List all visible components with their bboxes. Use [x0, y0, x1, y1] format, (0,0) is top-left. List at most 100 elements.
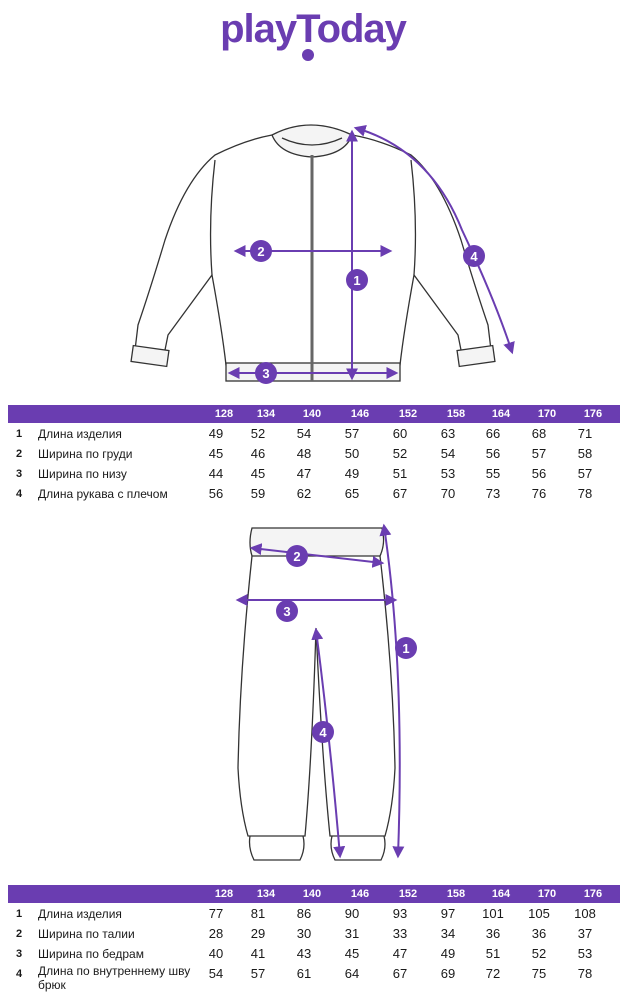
svg-text:3: 3 — [283, 604, 290, 619]
row-value: 40 — [208, 946, 224, 961]
row-number: 3 — [16, 948, 23, 960]
row-value: 64 — [344, 966, 360, 981]
pants-measure-row: 4 Длина по внутреннему шву брюк 54 57 61 64 67… — [0, 964, 627, 992]
row-value: 76 — [531, 486, 547, 501]
row-value: 54 — [296, 426, 312, 441]
row-label: Ширина по груди — [38, 447, 133, 461]
row-value: 51 — [392, 466, 408, 481]
size-header-cell: 170 — [537, 888, 557, 900]
row-value: 60 — [392, 426, 408, 441]
row-value: 30 — [296, 926, 312, 941]
pants-marker-1: 1 — [395, 637, 417, 659]
row-value: 78 — [577, 486, 593, 501]
row-label: Длина по внутреннему шву брюк — [38, 964, 191, 992]
brand-logo-dot — [302, 49, 314, 61]
svg-text:4: 4 — [319, 725, 327, 740]
size-header-cell: 164 — [491, 408, 511, 420]
size-header-cell: 140 — [302, 408, 322, 420]
row-value: 56 — [485, 446, 501, 461]
row-value: 45 — [208, 446, 224, 461]
size-header-cell: 134 — [256, 408, 276, 420]
row-value: 57 — [531, 446, 547, 461]
row-value: 63 — [440, 426, 456, 441]
row-label: Длина изделия — [38, 907, 122, 921]
row-value: 77 — [208, 906, 224, 921]
row-value: 57 — [250, 966, 266, 981]
row-value: 54 — [440, 446, 456, 461]
row-value: 54 — [208, 966, 224, 981]
row-value: 52 — [392, 446, 408, 461]
row-value: 33 — [392, 926, 408, 941]
size-header-cell: 146 — [350, 408, 370, 420]
jacket-diagram: 1 2 3 4 — [130, 124, 515, 384]
row-value: 108 — [574, 906, 596, 921]
brand-logo-text: playToday — [220, 7, 408, 51]
row-value: 47 — [392, 946, 408, 961]
row-value: 41 — [250, 946, 266, 961]
row-value: 67 — [392, 966, 408, 981]
size-header-cell: 128 — [214, 408, 234, 420]
jacket-marker-3: 3 — [255, 362, 277, 384]
row-value: 59 — [250, 486, 266, 501]
row-value: 55 — [485, 466, 501, 481]
row-number: 1 — [16, 908, 23, 920]
row-value: 62 — [296, 486, 312, 501]
size-header-cell: 152 — [398, 408, 418, 420]
jacket-marker-1: 1 — [346, 269, 368, 291]
row-value: 53 — [577, 946, 593, 961]
row-value: 52 — [250, 426, 266, 441]
size-header-cell: 158 — [446, 888, 466, 900]
row-value: 65 — [344, 486, 360, 501]
row-value: 44 — [208, 466, 224, 481]
row-value: 49 — [440, 946, 456, 961]
size-header-cell: 158 — [446, 408, 466, 420]
row-value: 37 — [577, 926, 593, 941]
row-value: 29 — [250, 926, 266, 941]
size-header-cell: 176 — [583, 888, 603, 900]
size-header-cell: 140 — [302, 888, 322, 900]
row-value: 36 — [485, 926, 501, 941]
size-header-cell: 170 — [537, 408, 557, 420]
row-value: 46 — [250, 446, 266, 461]
row-value: 56 — [531, 466, 547, 481]
row-label: Ширина по талии — [38, 927, 135, 941]
row-value: 97 — [440, 906, 456, 921]
size-header-cell: 164 — [491, 888, 511, 900]
svg-text:3: 3 — [262, 366, 269, 381]
row-value: 66 — [485, 426, 501, 441]
row-value: 101 — [482, 906, 504, 921]
row-value: 75 — [531, 966, 547, 981]
pants-diagram: 1 2 3 4 — [235, 523, 417, 861]
row-label: Ширина по бедрам — [38, 947, 144, 961]
row-number: 4 — [16, 968, 23, 980]
row-value: 61 — [296, 966, 312, 981]
row-value: 73 — [485, 486, 501, 501]
row-value: 45 — [250, 466, 266, 481]
row-value: 90 — [344, 906, 360, 921]
row-value: 31 — [344, 926, 360, 941]
jacket-marker-2: 2 — [250, 240, 272, 262]
row-label: Длина рукава с плечом — [38, 487, 168, 501]
row-value: 51 — [485, 946, 501, 961]
row-value: 71 — [577, 426, 593, 441]
row-value: 81 — [250, 906, 266, 921]
row-value: 49 — [344, 466, 360, 481]
row-value: 70 — [440, 486, 456, 501]
row-value: 78 — [577, 966, 593, 981]
row-value: 93 — [392, 906, 408, 921]
size-header-cell: 152 — [398, 888, 418, 900]
size-header-cell: 146 — [350, 888, 370, 900]
row-value: 34 — [440, 926, 456, 941]
row-value: 72 — [485, 966, 501, 981]
jacket-size-header: 128 134 140 146 152 158 164 170 176 — [8, 405, 620, 423]
row-value: 49 — [208, 426, 224, 441]
brand-logo: playToday — [220, 7, 409, 61]
pants-marker-2: 2 — [286, 545, 308, 567]
row-value: 67 — [392, 486, 408, 501]
